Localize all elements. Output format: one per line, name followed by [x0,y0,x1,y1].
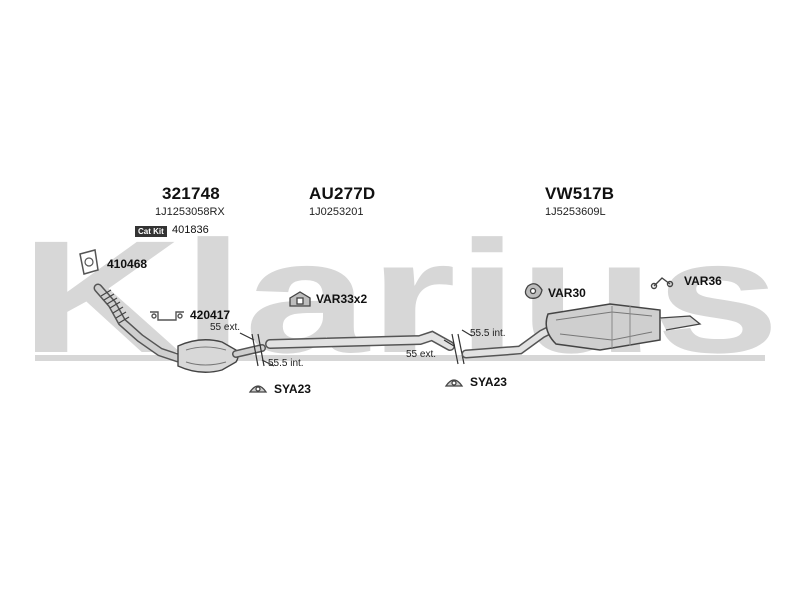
section-2-part-number: AU277D [309,184,376,203]
clamp-var30-label: VAR30 [548,286,586,300]
clamp-var30-icon [524,283,543,299]
hanger-var36-icon [650,277,674,290]
front-pipe-catalyst [93,283,266,373]
left-int-dimension: 55.5 int. [268,358,304,369]
left-joint-marker [239,332,275,367]
clamp-var33-icon [289,291,311,307]
sya-left-icon [248,385,268,393]
gasket-icon [79,249,99,275]
right-int-dimension: 55.5 int. [470,328,506,339]
section-1-part-number: 321748 [162,184,220,203]
left-ext-dimension: 55 ext. [210,322,241,333]
sya-left-label: SYA23 [274,382,311,396]
cat-kit-number: 401836 [172,224,209,236]
right-joint-marker [443,329,473,365]
section-3-part-number: VW517B [545,184,615,203]
section-1-oe-number: 1J1253058RX [155,206,225,218]
bracket-label: 420417 [190,308,231,322]
sya-right-label: SYA23 [470,375,507,389]
right-ext-dimension: 55 ext. [406,349,437,360]
section-3-oe-number: 1J5253609L [545,206,606,218]
rear-silencer [461,303,702,359]
center-pipe [265,330,455,351]
sya-right-icon [444,379,464,387]
cat-kit-badge: Cat Kit [135,226,167,237]
bracket-icon [150,311,184,321]
hanger-var36-label: VAR36 [684,274,722,288]
gasket-label: 410468 [107,257,148,271]
section-2-oe-number: 1J0253201 [309,206,364,218]
clamp-var33-label: VAR33x2 [316,292,368,306]
